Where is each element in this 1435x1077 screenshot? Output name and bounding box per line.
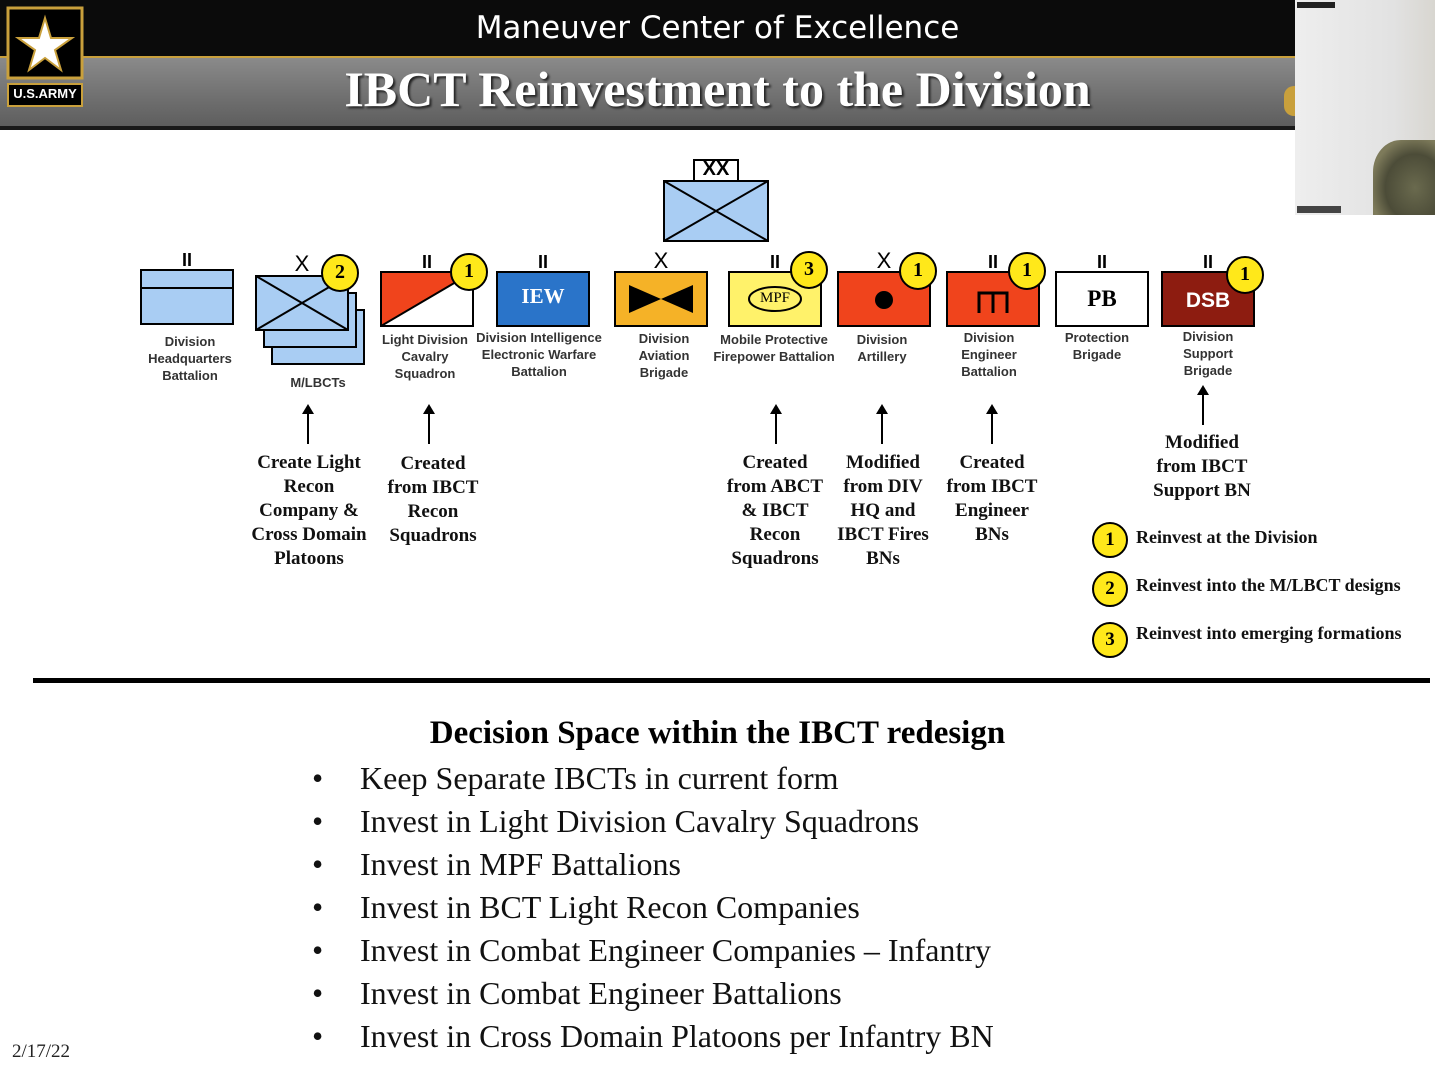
badge-number: 3	[804, 258, 814, 280]
dsb-symbol-text: DSB	[1185, 289, 1231, 312]
up-arrow-icon	[302, 404, 314, 444]
decision-item-text: Invest in Combat Engineer Battalions	[360, 975, 842, 1011]
up-arrow-icon	[770, 404, 782, 444]
up-arrow-icon	[1197, 385, 1209, 425]
unit-label: Mobile Protective Firepower Battalion	[713, 332, 835, 364]
decision-item-text: Keep Separate IBCTs in current form	[360, 760, 839, 796]
badge-number: 1	[464, 260, 474, 282]
unit-note: Created from IBCT Engineer BNs	[946, 452, 1038, 545]
unit-echelon-mark: II	[769, 252, 780, 272]
unit-echelon-mark: II	[1202, 252, 1213, 272]
video-status-bar	[1297, 2, 1335, 8]
decision-item-text: Invest in BCT Light Recon Companies	[360, 889, 860, 925]
unit-note: Created from IBCT Recon Squadrons	[387, 453, 479, 546]
slide-date: 2/17/22	[12, 1041, 71, 1062]
army-logo: U.S.ARMY	[6, 6, 84, 110]
division-symbol	[663, 159, 769, 242]
unit-echelon-mark: II	[421, 252, 432, 272]
bullet-icon: •	[312, 975, 324, 1011]
slide-title-band	[0, 56, 1295, 128]
unit-label: Division Support Brigade	[1182, 329, 1234, 378]
unit-label: Division Artillery	[856, 332, 908, 364]
legend-badge-icon: 3	[1092, 622, 1128, 658]
legend-badge-icon: 1	[1092, 522, 1128, 558]
unit-echelon-mark: II	[1096, 252, 1107, 272]
unit-echelon-mark: X	[876, 248, 892, 273]
decision-title: Decision Space within the IBCT redesign	[429, 715, 1006, 751]
badge-icon	[321, 251, 1264, 294]
legend-text: Reinvest into the M/LBCT designs	[1136, 575, 1401, 595]
unit-label: Light Division Cavalry Squadron	[382, 332, 468, 381]
decision-item-text: Invest in MPF Battalions	[360, 846, 681, 882]
badge-number: 1	[913, 259, 923, 281]
badge-number: 1	[1240, 263, 1250, 285]
decision-item-text: Invest in Light Division Cavalry Squadro…	[360, 803, 920, 839]
legend-text: Reinvest into emerging formations	[1136, 623, 1402, 643]
division-echelon-mark: XX	[702, 158, 730, 180]
bullet-icon: •	[312, 889, 324, 925]
decision-item-text: Invest in Cross Domain Platoons per Infa…	[360, 1018, 994, 1054]
badge-number: 1	[1022, 259, 1032, 281]
slide-subtitle: Maneuver Center of Excellence	[475, 10, 960, 46]
unit-note: Create Light Recon Company & Cross Domai…	[251, 452, 367, 569]
unit-label: Division Intelligence Electronic Warfare…	[476, 330, 602, 379]
bullet-icon: •	[312, 846, 324, 882]
iew-symbol-text: IEW	[521, 284, 565, 308]
section-divider	[33, 678, 1430, 683]
decision-item: • Keep Separate IBCTs in current form	[312, 760, 838, 797]
decision-item: • Invest in Light Division Cavalry Squadr…	[312, 803, 919, 840]
bullet-icon: •	[312, 760, 324, 796]
bullet-icon: •	[312, 803, 324, 839]
unit-symbol-aviation	[614, 271, 708, 327]
participant-video-thumbnail[interactable]	[1295, 0, 1435, 215]
participant-name-tag	[1297, 206, 1341, 213]
decision-item: • Invest in Cross Domain Platoons per Inf…	[312, 1018, 994, 1055]
up-arrow-icon	[986, 404, 998, 444]
unit-label: Division Aviation Brigade	[638, 331, 690, 380]
unit-label: Protection Brigade	[1064, 330, 1130, 362]
slide-title: IBCT Reinvestment to the Division	[344, 61, 1091, 117]
decision-item-text: Invest in Combat Engineer Companies – In…	[360, 932, 991, 968]
up-arrow-icon	[876, 404, 888, 444]
decision-item: • Invest in MPF Battalions	[312, 846, 681, 883]
decision-item: • Invest in Combat Engineer Battalions	[312, 975, 842, 1012]
org-chart	[140, 159, 1264, 365]
decision-item: • Invest in BCT Light Recon Companies	[312, 889, 860, 926]
mpf-symbol-text: MPF	[759, 290, 791, 306]
slide-header-bar	[0, 0, 1295, 56]
header-underline	[0, 126, 1295, 130]
unit-echelon-mark: II	[987, 252, 998, 272]
badge-number: 2	[335, 261, 345, 283]
unit-label: Division Headquarters Battalion	[148, 334, 232, 383]
unit-note: Modified from IBCT Support BN	[1153, 432, 1251, 501]
unit-echelon-mark: X	[294, 251, 310, 276]
unit-label: Division Engineer Battalion	[961, 330, 1017, 379]
unit-note: Created from ABCT & IBCT Recon Squadrons	[726, 452, 824, 569]
unit-echelon-mark: X	[653, 248, 669, 273]
participant-figure	[1373, 140, 1435, 215]
unit-echelon-mark: II	[181, 250, 192, 270]
unit-symbol-iew	[496, 271, 590, 327]
up-arrow-icon	[423, 404, 435, 444]
unit-label: M/LBCTs	[290, 375, 346, 390]
unit-note: Modified from DIV HQ and IBCT Fires BNs	[837, 452, 929, 569]
unit-symbol-hq-battalion	[140, 269, 234, 325]
unit-echelon-mark: II	[537, 252, 548, 272]
pb-symbol-text: PB	[1087, 286, 1117, 311]
army-logo-text: U.S.ARMY	[13, 86, 77, 101]
bullet-icon: •	[312, 1018, 324, 1054]
bullet-icon: •	[312, 932, 324, 968]
legend-badge-icon: 2	[1092, 571, 1128, 607]
decision-item: • Invest in Combat Engineer Companies – I…	[312, 932, 991, 969]
unit-symbol-protection	[1055, 271, 1149, 327]
mcoe-seal	[1284, 86, 1298, 116]
legend-text: Reinvest at the Division	[1136, 527, 1318, 547]
